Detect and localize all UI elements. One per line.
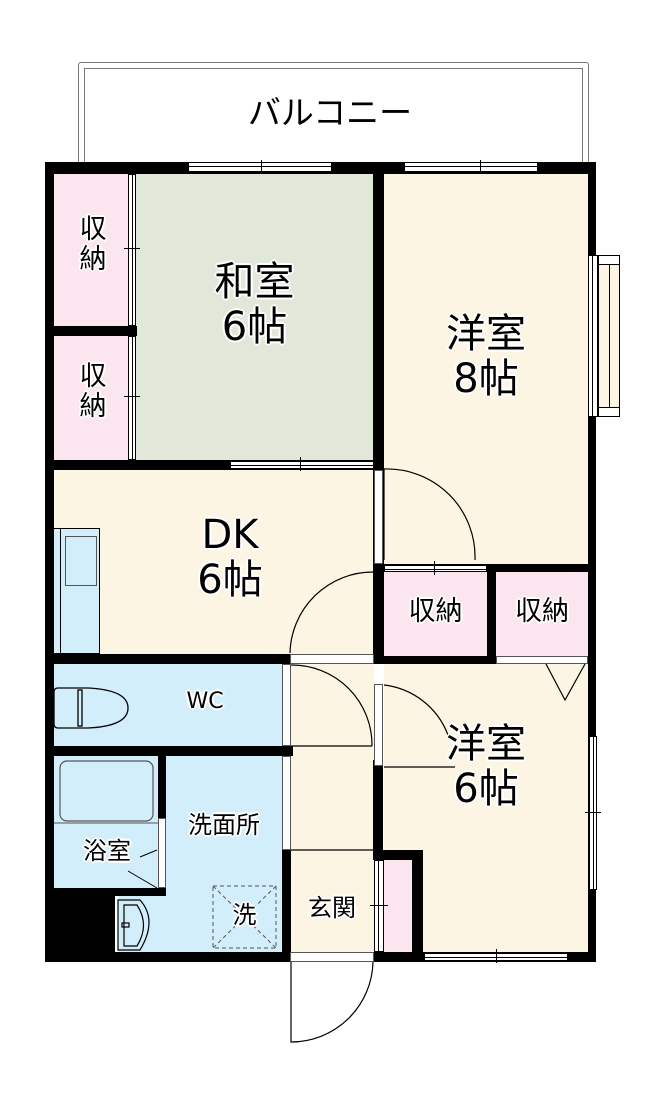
yoshitsu-8-label: 洋室 8帖: [384, 312, 588, 402]
yoshitsu-6-label: 洋室 6帖: [384, 722, 588, 812]
genkan-label: 玄関: [308, 894, 356, 922]
door-opening-bath[interactable]: [158, 818, 166, 888]
wash-basin-icon: [117, 899, 150, 951]
storage-label-3: 収納: [408, 596, 463, 627]
washitsu-label: 和室 6帖: [136, 260, 373, 350]
bath-folding-door-icon: [127, 849, 158, 889]
balcony: [78, 62, 589, 166]
genkan-storage: [384, 860, 412, 952]
hallway: [290, 664, 374, 952]
storage-2: [54, 336, 132, 460]
window-yoshitsu6-side: [589, 736, 597, 890]
yoshitsu-8-room: [384, 174, 588, 564]
yoshitsu-6-name: 洋室: [446, 721, 526, 767]
yoshitsu-8-size: 8帖: [453, 355, 519, 402]
yoshitsu-6-size: 6帖: [453, 765, 519, 812]
window-yoshitsu8-top: [404, 162, 538, 172]
toilet-icon: [53, 687, 129, 729]
storage-4: [496, 572, 588, 656]
window-storage3: [384, 565, 487, 572]
dk-name: DK: [201, 512, 259, 558]
window-washitsu-dk: [230, 461, 374, 469]
storage-1: [54, 174, 132, 326]
door-opening-yoshitsu6[interactable]: [374, 684, 383, 766]
door-opening-senmenjo[interactable]: [282, 756, 291, 850]
bay-window: [598, 255, 620, 417]
genkan-storage-door[interactable]: [374, 860, 384, 952]
kitchen-counter: [54, 528, 100, 654]
wc-label: WC: [186, 689, 224, 714]
balcony-label: バルコニー: [247, 93, 413, 132]
door-opening-wc[interactable]: [282, 664, 291, 746]
senmenjo-label: 洗面所: [188, 811, 260, 839]
yokushitsu-label: 浴室: [83, 837, 131, 865]
dk-room: [54, 470, 374, 654]
washitsu-size: 6帖: [221, 303, 288, 350]
dk-size: 6帖: [197, 556, 263, 603]
washitsu-room: [136, 174, 373, 460]
washitsu-name: 和室: [214, 259, 295, 305]
washer-space-icon: [212, 885, 277, 949]
kitchen-sink: [65, 536, 97, 586]
window-yoshitsu8-side: [588, 255, 598, 417]
washer-label: 洗: [232, 901, 257, 929]
door-opening-hall[interactable]: [290, 654, 374, 664]
door-opening-storage4[interactable]: [496, 656, 588, 664]
door-opening-dk-yoshitsu8[interactable]: [374, 470, 383, 564]
dk-label: DK 6帖: [110, 513, 350, 603]
storage-door-1[interactable]: [128, 174, 136, 326]
door-swing-arcs: [289, 468, 586, 1043]
yoshitsu-8-name: 洋室: [446, 311, 526, 357]
entrance-door-opening[interactable]: [290, 952, 374, 962]
bathtub-icon: [59, 760, 154, 822]
storage-label-4: 収納: [515, 596, 569, 627]
storage-label-1: 収 納: [79, 214, 107, 276]
window-washitsu: [188, 162, 332, 172]
storage-3: [384, 572, 487, 656]
storage-label-2: 収 納: [79, 361, 107, 423]
storage-door-2[interactable]: [128, 336, 136, 460]
